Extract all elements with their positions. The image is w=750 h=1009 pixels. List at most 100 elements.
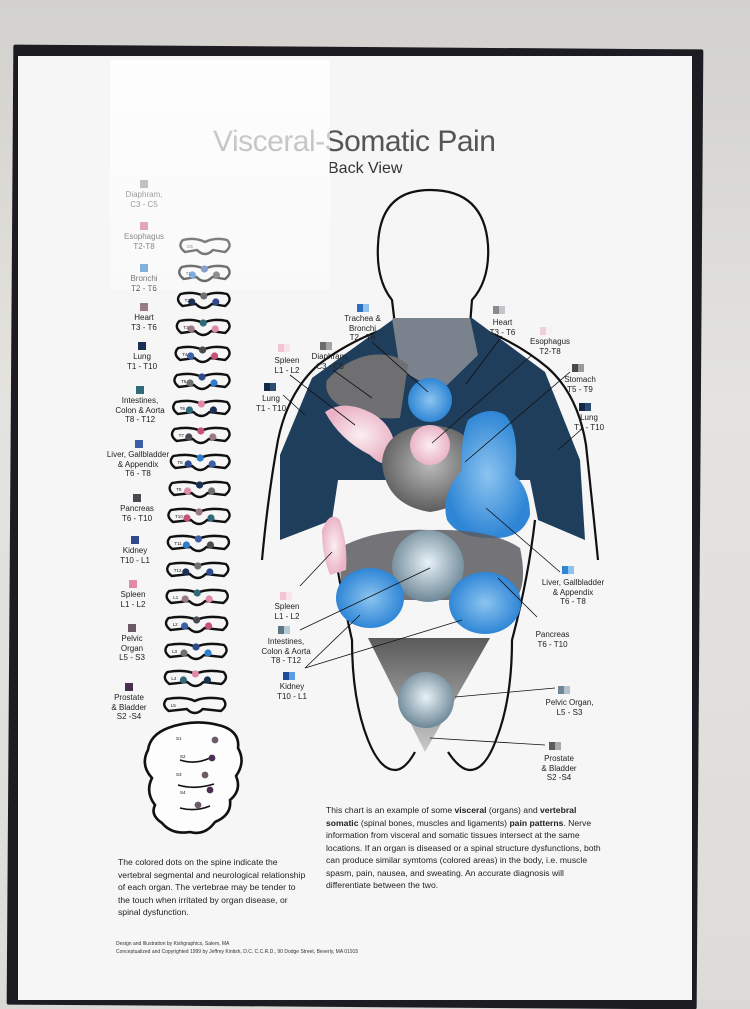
label-trachea: Trachea & Bronchi T2 - T6 [344,314,381,342]
spine-dot [183,514,191,522]
vertebra-label: T3 [183,325,189,330]
spine-dot [188,298,196,306]
vertebra-label: T8 [177,460,183,465]
spine-dot [212,298,220,306]
label-prostate: Prostate & Bladder S2 -S4 [541,754,577,782]
liver-region [445,411,530,539]
spine-dot [205,595,213,603]
spine-dot [182,541,190,549]
legend-label-pancreas: Pancreas T6 - T10 [120,504,154,523]
caption-right-bold-3: pain patterns [509,817,564,828]
spine-dot [181,595,189,603]
caption-right-text-1: This chart is an example of some [326,805,455,815]
legend-label-heart: Heart T3 - T6 [131,313,157,332]
caption-right: This chart is an example of some viscera… [326,804,608,892]
label-lung-right: Lung T1 - T10 [573,413,605,432]
legend-swatch-kidney [131,536,139,544]
label-esophagus: Esophagus T2-T8 [529,337,571,356]
spine-dot [185,433,193,441]
spine-dot [195,508,203,516]
swatch-heart [493,306,505,314]
swatch-pelvic [558,686,570,694]
label-liver: Liver, Gallbladder & Appendix T6 - T8 [541,578,605,606]
caption-right-text-3: (spinal bones, muscles and ligaments) [358,817,510,828]
sacrum-dot [194,801,202,809]
spine-dot [193,589,201,597]
vertebra-label: L5 [171,703,177,708]
vertebra-label: L4 [171,676,177,681]
spine-dot [206,568,214,576]
vertebra-label: T11 [174,541,182,546]
spleen-lower-region [322,516,347,575]
spine-dot [208,487,216,495]
legend-label-liver: Liver, Gallbladder & Appendix T6 - T8 [106,450,170,478]
caption-right-text-2: (organs) and [486,805,541,815]
sacrum-dot [208,754,216,762]
label-heart: Heart T3 - T6 [489,318,516,337]
spine-dot [192,643,200,651]
spine-dot [184,487,192,495]
spine-dot [181,622,189,630]
legend-swatch-prostate [125,683,133,691]
spine-dot [208,460,216,468]
swatch-liver [562,566,574,574]
legend-swatch-pelvic [128,624,136,632]
vertebra [163,696,227,715]
swatch-stomach [572,364,584,372]
sacrum [143,721,243,835]
spine-dot [191,670,199,678]
label-spleen-bottom: Spleen L1 - L2 [274,602,300,621]
spine-dot [206,541,214,549]
swatch-lung-left [264,383,276,391]
vertebra-label: T7 [179,433,185,438]
vertebra-label: T2 [185,298,191,303]
swatch-esophagus [540,327,552,335]
label-lung-left: Lung T1 - T10 [255,394,287,413]
vertebra-label: T4 [182,352,188,357]
heart-region [392,318,478,392]
spine-dot [196,454,204,462]
leader-lines [282,335,584,746]
spine-dot [182,568,190,576]
sacral-label: S4 [180,790,186,795]
swatch-intestines [278,626,290,634]
vertebra-label: T12 [174,568,182,573]
spine-dot [193,616,201,624]
kidney-left-region [336,568,404,628]
sacral-label: S1 [176,736,182,741]
legend-swatch-lung [138,342,146,350]
legend-label-prostate: Prostate & Bladder S2 -S4 [111,693,147,721]
legend-swatch-spleen [129,580,137,588]
swatch-spleen-bottom [280,592,292,600]
vertebra-label: L1 [173,595,179,600]
diaphram-region [326,354,408,419]
label-intestines: Intestines, Colon & Aorta T8 - T12 [261,637,311,665]
sacrum-dot [211,736,219,744]
spine-dot [179,676,187,684]
spine-dot [211,352,219,360]
spleen-upper-region [325,405,396,464]
swatch-spleen-top [278,344,290,352]
spine-dot [186,379,194,387]
body-outline [260,188,600,772]
spine-dot [180,649,188,657]
swatch-kidney [283,672,295,680]
vertebra-label: L2 [173,622,179,627]
spine-dot [196,481,204,489]
spine-dot [197,427,205,435]
kidney-right-region [449,572,521,634]
swatch-diaphram [320,342,332,350]
vertebra-label: T9 [176,487,182,492]
sacrum-dot [201,771,209,779]
esophagus-region [410,425,450,465]
spine-dot [205,622,213,630]
vertebra-label: T6 [180,406,186,411]
spine-dot [185,406,193,414]
trachea-region [408,378,452,422]
sacrum-dot [206,786,214,794]
sacral-label: S2 [180,754,186,759]
spine-dot [211,325,219,333]
caption-right-text-4: . Nerve information from visceral and so… [326,817,601,891]
legend-label-spleen: Spleen L1 - L2 [120,590,146,609]
